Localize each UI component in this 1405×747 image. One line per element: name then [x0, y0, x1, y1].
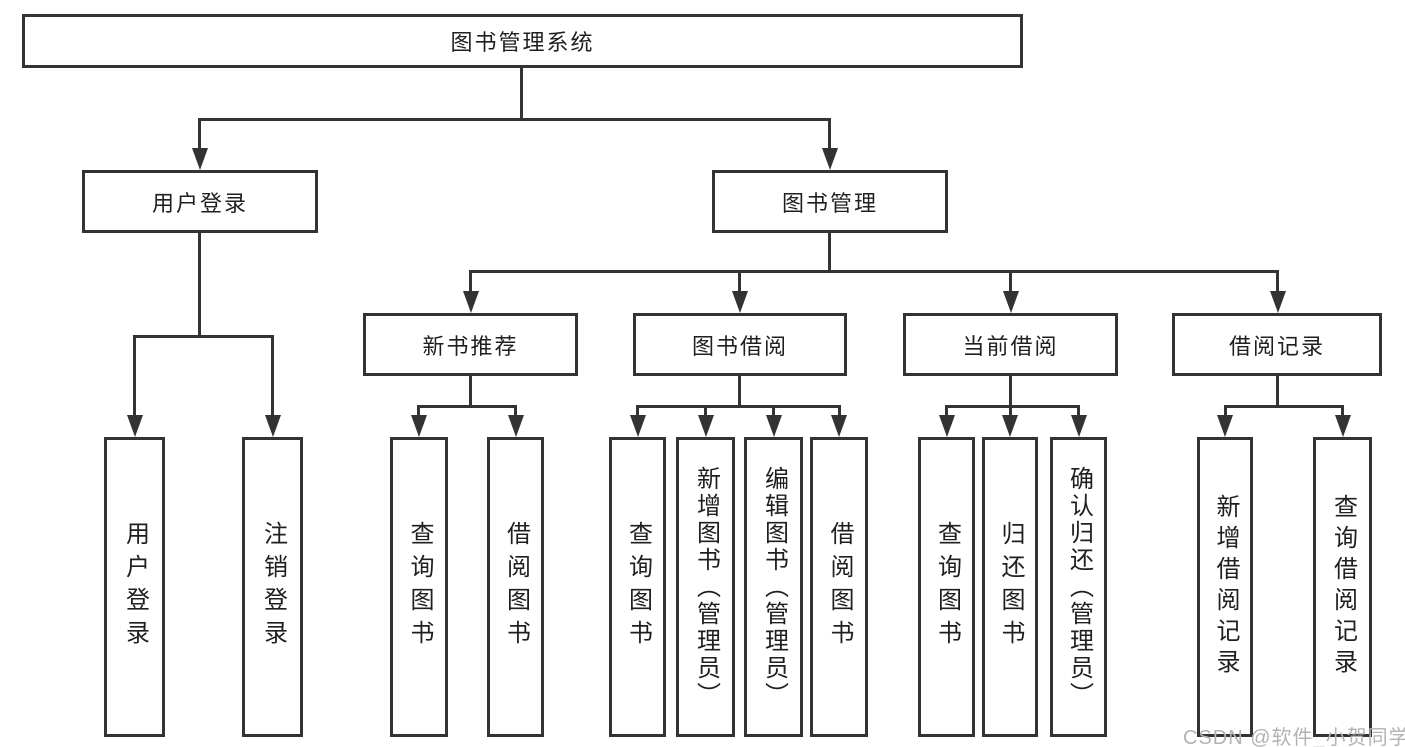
arrowhead-leaf [1071, 415, 1087, 437]
leaf-logout: 注销登录 [242, 437, 303, 737]
connector-to-new-rec [469, 270, 472, 296]
arrowhead-leaf [698, 415, 714, 437]
node-current-borrowing: 当前借阅 [903, 313, 1118, 376]
leaf-add-borrow-record: 新增借阅记录 [1197, 437, 1253, 737]
connector-to-rec-borrow [1276, 270, 1279, 296]
connector-to-book-mgmt [828, 118, 831, 153]
arrowhead-leaf [1217, 415, 1233, 437]
connector-book-mgmt-stub [828, 233, 831, 273]
leaf-query-books-current: 查询图书 [918, 437, 975, 737]
connector-rec-borrow-split [1224, 405, 1344, 408]
node-borrow-records: 借阅记录 [1172, 313, 1382, 376]
node-label: 归还图书 [997, 521, 1024, 653]
connector-user-login-stub [198, 233, 201, 338]
connector-root-stub [520, 68, 523, 121]
node-label: 新增借阅记录 [1212, 494, 1239, 680]
connector-to-leaf-logout [271, 335, 274, 425]
arrowhead-leaf [411, 415, 427, 437]
node-label: 查询借阅记录 [1329, 494, 1357, 680]
connector-cur-borrow-stub [1009, 376, 1012, 408]
arrowhead-new-rec [463, 291, 479, 313]
leaf-query-books-borrowing: 查询图书 [609, 437, 666, 737]
leaf-confirm-return-admin: 确认归还（管理员） [1050, 437, 1107, 737]
node-label: 查询图书 [933, 521, 961, 653]
arrowhead-cur-borrow [1003, 291, 1019, 313]
arrowhead-leaf-login [127, 415, 143, 437]
leaf-borrow-books-recommend: 借阅图书 [487, 437, 544, 737]
arrowhead-book-mgmt [822, 148, 838, 170]
csdn-watermark: CSDN @软件_小贺同学 [1183, 727, 1405, 747]
connector-new-rec-split [417, 405, 517, 408]
leaf-borrow-books: 借阅图书 [810, 437, 868, 737]
connector-cur-borrow-split [945, 405, 1080, 408]
connector-book-borrow-stub [738, 376, 741, 408]
leaf-user-login: 用户登录 [104, 437, 165, 737]
arrowhead-leaf [508, 415, 524, 437]
node-new-book-recommend: 新书推荐 [363, 313, 578, 376]
connector-book-borrow-split [636, 405, 841, 408]
leaf-query-borrow-record: 查询借阅记录 [1313, 437, 1372, 737]
node-label: 注销登录 [259, 521, 287, 653]
leaf-return-books: 归还图书 [982, 437, 1038, 737]
node-label: 新增图书（管理员） [692, 465, 720, 709]
arrowhead-leaf [939, 415, 955, 437]
node-label: 查询图书 [624, 521, 652, 653]
connector-to-leaf-login [133, 335, 136, 425]
connector-level1-split [198, 118, 831, 121]
node-user-login: 用户登录 [82, 170, 318, 233]
node-label: 用户登录 [121, 521, 149, 653]
arrowhead-rec-borrow [1270, 291, 1286, 313]
connector-new-rec-stub [469, 376, 472, 408]
arrowhead-leaf-logout [265, 415, 281, 437]
node-label: 查询图书 [406, 521, 433, 653]
node-book-borrowing: 图书借阅 [633, 313, 847, 376]
node-label: 图书管理 [781, 190, 878, 216]
connector-to-user-login [198, 118, 201, 153]
arrowhead-leaf [1002, 415, 1018, 437]
arrowhead-leaf [1335, 415, 1351, 437]
connector-rec-borrow-stub [1276, 376, 1279, 408]
node-root-library-system: 图书管理系统 [22, 14, 1023, 68]
leaf-query-books-recommend: 查询图书 [390, 437, 448, 737]
node-label: 借阅记录 [1228, 333, 1325, 359]
leaf-edit-books-admin: 编辑图书（管理员） [744, 437, 803, 737]
leaf-add-books-admin: 新增图书（管理员） [676, 437, 735, 737]
node-label: 当前借阅 [962, 333, 1059, 359]
connector-to-cur-borrow [1009, 270, 1012, 296]
arrowhead-user-login [192, 148, 208, 170]
node-label: 图书借阅 [691, 333, 788, 359]
arrowhead-book-borrow [732, 291, 748, 313]
connector-to-book-borrow [738, 270, 741, 296]
node-label: 借阅图书 [826, 521, 853, 653]
node-label: 用户登录 [151, 190, 248, 216]
arrowhead-leaf [630, 415, 646, 437]
arrowhead-leaf [831, 415, 847, 437]
connector-level2-split [469, 270, 1279, 273]
connector-user-login-split [133, 335, 274, 338]
node-label: 新书推荐 [422, 333, 519, 359]
node-label: 确认归还（管理员） [1065, 465, 1093, 709]
node-book-management: 图书管理 [712, 170, 948, 233]
arrowhead-leaf [766, 415, 782, 437]
node-label: 借阅图书 [502, 521, 530, 653]
node-label: 图书管理系统 [450, 30, 595, 55]
node-label: 编辑图书（管理员） [760, 465, 788, 709]
